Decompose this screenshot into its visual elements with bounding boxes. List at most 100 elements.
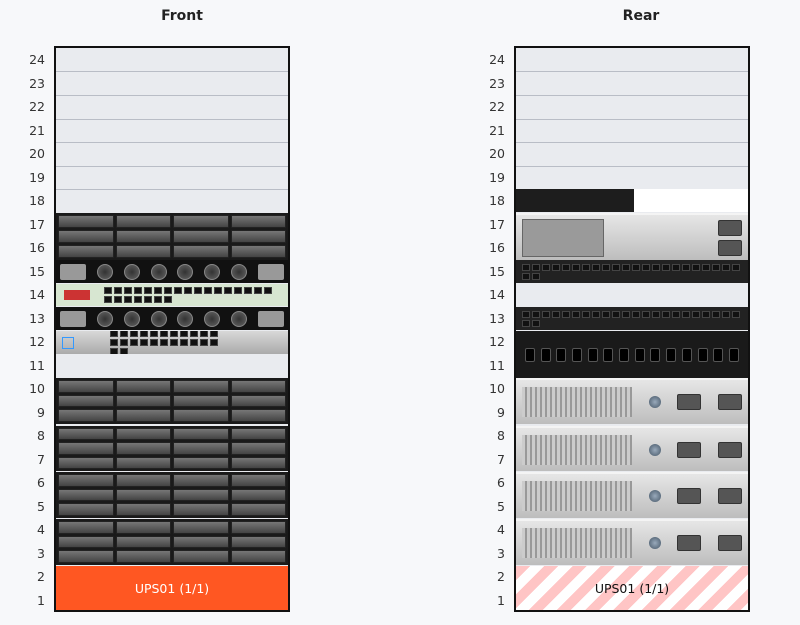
pci-slots	[522, 387, 632, 417]
psu-handle	[257, 263, 284, 280]
slot-divider	[516, 119, 748, 120]
psu-icon	[677, 535, 702, 551]
power-unit-front-15[interactable]	[56, 260, 288, 283]
pci-slots	[522, 481, 632, 511]
unit-number: 15	[489, 263, 505, 279]
fan-icon	[648, 443, 661, 456]
psu-bay	[718, 219, 742, 256]
front-rack: UPS01 (1/1)	[54, 46, 290, 612]
storage-array-front[interactable]	[56, 213, 288, 260]
unit-number: 1	[37, 592, 45, 608]
fan-icon	[648, 537, 661, 549]
psu-icon	[717, 394, 742, 410]
psu-icon	[717, 535, 742, 551]
unit-number: 23	[29, 75, 45, 91]
mini-server-chassis	[516, 189, 634, 212]
unit-number: 17	[489, 216, 505, 232]
drive-bay	[58, 230, 114, 243]
unit-number: 4	[37, 522, 45, 537]
fan-icon	[231, 310, 248, 327]
unit-number: 19	[489, 169, 505, 185]
fan-icon	[177, 310, 194, 327]
unifi-logo-icon	[62, 336, 74, 349]
unit-number: 5	[497, 498, 505, 514]
unit-number: 16	[489, 240, 505, 255]
slot-divider	[516, 95, 748, 96]
unit-number: 14	[29, 287, 45, 302]
unit-number: 19	[29, 169, 45, 185]
fan-icon	[177, 263, 194, 280]
fan-icon	[123, 310, 140, 327]
ups-rear[interactable]: UPS01 (1/1)	[516, 566, 748, 610]
drive-bay	[115, 215, 171, 228]
firewall-ports	[98, 285, 280, 305]
unit-number: 18	[489, 193, 505, 208]
unit-number: 5	[37, 498, 45, 514]
unit-number: 7	[37, 451, 45, 467]
ups-rear-label: UPS01 (1/1)	[594, 580, 670, 596]
slot-divider	[516, 166, 748, 167]
server-front-4[interactable]	[56, 519, 288, 565]
server-rear-4[interactable]	[516, 519, 748, 565]
pci-slots	[522, 434, 632, 465]
unit-number: 11	[29, 357, 45, 373]
drive-bay	[230, 230, 286, 243]
unit-number: 4	[497, 522, 505, 537]
rear-rack: UPS01 (1/1)	[514, 46, 750, 612]
unit-number: 11	[489, 357, 505, 373]
rear-title: Rear	[622, 8, 660, 24]
psu-icon	[677, 488, 702, 504]
unit-number: 18	[29, 193, 45, 208]
server-rear-8[interactable]	[516, 426, 748, 471]
pdu-rear[interactable]	[516, 331, 748, 378]
unit-number: 15	[29, 263, 45, 279]
fan-icon	[150, 263, 167, 280]
unit-number: 3	[497, 545, 505, 561]
slot-divider	[56, 119, 288, 120]
pci-slots	[522, 528, 632, 558]
switch-front[interactable]	[56, 331, 288, 354]
power-unit-front-13[interactable]	[56, 307, 288, 330]
drive-bay	[58, 215, 114, 228]
fan-icon	[204, 310, 221, 327]
unit-number: 3	[37, 545, 45, 561]
unit-number: 16	[29, 240, 45, 255]
unit-number: 6	[497, 475, 505, 490]
server-front-10[interactable]	[56, 378, 288, 424]
unit-number: 10	[489, 381, 505, 396]
drive-bay	[58, 245, 114, 258]
ups-front[interactable]: UPS01 (1/1)	[56, 566, 288, 610]
unit-number: 20	[29, 146, 45, 161]
mini-server-rear-18[interactable]	[516, 189, 748, 212]
firewall-front[interactable]	[56, 284, 288, 306]
unit-number: 24	[29, 52, 45, 67]
server-front-8[interactable]	[56, 426, 288, 471]
psu-icon	[677, 441, 702, 458]
psu-handle	[257, 310, 284, 327]
slot-divider	[516, 71, 748, 72]
storage-array-rear[interactable]	[516, 213, 748, 260]
unit-number: 21	[489, 122, 505, 138]
switch-rear-13[interactable]	[516, 307, 748, 330]
unit-number: 24	[489, 52, 505, 67]
drive-bay	[115, 230, 171, 243]
server-front-6[interactable]	[56, 472, 288, 518]
slot-divider	[56, 166, 288, 167]
fan-icon	[96, 263, 113, 280]
unit-number: 20	[489, 146, 505, 161]
unit-number: 1	[497, 592, 505, 608]
fan-icon	[123, 263, 140, 280]
drive-bay	[173, 215, 229, 228]
psu-icon	[717, 441, 742, 458]
unit-number: 22	[489, 99, 505, 114]
server-rear-6[interactable]	[516, 472, 748, 518]
psu-icon	[677, 394, 702, 410]
unit-number: 7	[497, 451, 505, 467]
fan-icon	[648, 490, 661, 502]
unit-number: 10	[29, 381, 45, 396]
server-rear-10[interactable]	[516, 378, 748, 424]
fan-icon	[231, 263, 248, 280]
slot-divider	[56, 95, 288, 96]
switch-rear-15[interactable]	[516, 260, 748, 283]
unit-number: 14	[489, 287, 505, 302]
